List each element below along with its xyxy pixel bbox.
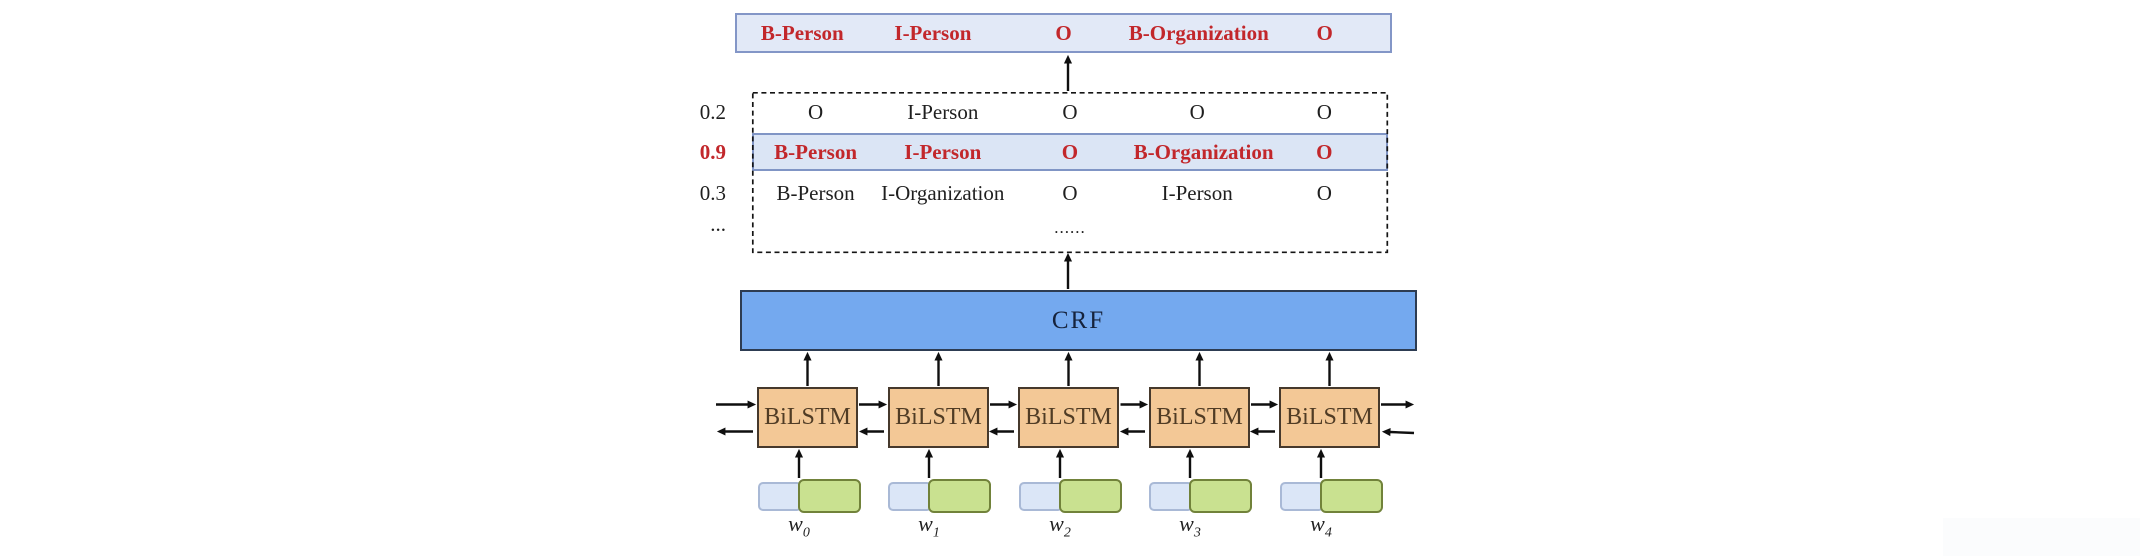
word-embedding-box-1 — [888, 482, 932, 511]
candidate-label: I-Organization — [881, 181, 1005, 205]
output-label: O — [1316, 21, 1333, 45]
token-base: w — [1049, 511, 1064, 536]
output-label: I-Person — [894, 21, 972, 45]
output-label: B-Person — [760, 21, 844, 45]
word-embedding-box-2 — [1019, 482, 1063, 511]
bilstm-unit-0: BiLSTM — [757, 387, 858, 448]
candidate-row-best: B-Person I-Person O B-Organization O — [752, 137, 1388, 167]
token-subscript: 2 — [1063, 525, 1071, 541]
crf-label: CRF — [1051, 306, 1106, 334]
token-base: w — [918, 511, 933, 536]
candidate-label: O — [1316, 100, 1332, 124]
corner-shade — [1943, 518, 2140, 556]
candidate-label: O — [1062, 100, 1078, 124]
token-subscript: 1 — [932, 525, 940, 541]
candidate-label: B-Person — [774, 140, 857, 164]
word-embedding-box-0 — [758, 482, 802, 511]
token-label-w3: w3 — [1150, 511, 1230, 541]
candidate-row: O I-Person O O O — [752, 97, 1388, 127]
candidate-ellipsis: ...... — [1054, 218, 1086, 237]
output-label: B-Organization — [1128, 21, 1269, 45]
bilstm-label: BiLSTM — [764, 404, 851, 430]
candidate-label: O — [1189, 100, 1205, 124]
token-base: w — [788, 511, 803, 536]
sequence-score: 0.3 — [699, 181, 726, 205]
bilstm-unit-3: BiLSTM — [1149, 387, 1250, 448]
bilstm-label: BiLSTM — [1286, 404, 1373, 430]
output-sequence-box: B-Person I-Person O B-Organization O — [735, 13, 1392, 53]
bilstm-unit-2: BiLSTM — [1018, 387, 1119, 448]
crf-layer-box: CRF — [740, 290, 1417, 351]
bilstm-unit-4: BiLSTM — [1279, 387, 1380, 448]
token-label-w2: w2 — [1020, 511, 1100, 541]
token-subscript: 3 — [1193, 525, 1201, 541]
char-embedding-box-2 — [1059, 479, 1122, 513]
candidate-label: O — [1061, 140, 1079, 164]
candidate-label: I-Person — [1161, 181, 1233, 205]
word-embedding-box-3 — [1149, 482, 1193, 511]
token-label-w4: w4 — [1281, 511, 1361, 541]
char-embedding-box-3 — [1189, 479, 1252, 513]
sequence-score: 0.2 — [699, 100, 726, 124]
candidate-label: O — [1316, 181, 1332, 205]
candidate-label: O — [1316, 140, 1333, 164]
char-embedding-box-1 — [928, 479, 991, 513]
sequence-score-ellipsis: ... — [710, 212, 726, 236]
candidate-label: O — [1062, 181, 1078, 205]
candidate-label: O — [808, 100, 824, 124]
char-embedding-box-0 — [798, 479, 861, 513]
sequence-score-best: 0.9 — [699, 140, 726, 164]
candidate-label: B-Person — [776, 181, 855, 205]
token-subscript: 0 — [802, 525, 810, 541]
token-base: w — [1310, 511, 1325, 536]
token-label-w1: w1 — [889, 511, 969, 541]
bilstm-label: BiLSTM — [1156, 404, 1243, 430]
candidate-label: I-Person — [904, 140, 982, 164]
char-embedding-box-4 — [1320, 479, 1383, 513]
candidate-label: I-Person — [907, 100, 979, 124]
candidate-row-ellipsis: ...... — [752, 213, 1388, 243]
token-subscript: 4 — [1324, 525, 1332, 541]
bilstm-unit-1: BiLSTM — [888, 387, 989, 448]
bilstm-label: BiLSTM — [895, 404, 982, 430]
token-label-w0: w0 — [759, 511, 839, 541]
token-base: w — [1179, 511, 1194, 536]
output-label: O — [1055, 21, 1072, 45]
word-embedding-box-4 — [1280, 482, 1324, 511]
arrow-backward — [1381, 427, 1415, 437]
bilstm-label: BiLSTM — [1025, 404, 1112, 430]
candidate-row: B-Person I-Organization O I-Person O — [752, 178, 1388, 208]
candidate-label: B-Organization — [1133, 140, 1274, 164]
